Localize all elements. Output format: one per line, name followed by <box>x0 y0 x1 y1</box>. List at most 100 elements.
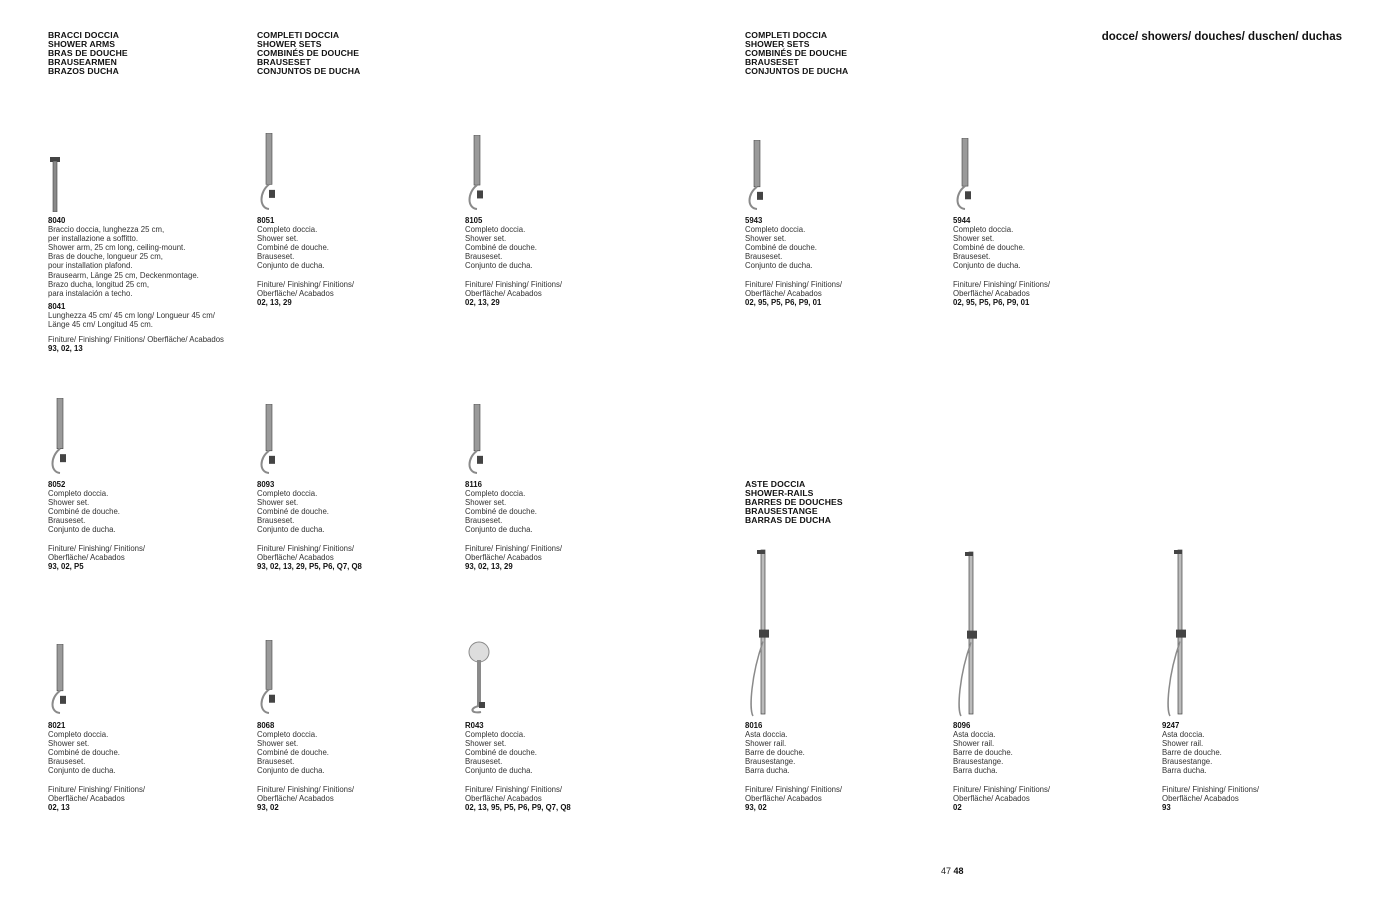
product-description-line: Combiné de douche. <box>48 748 120 758</box>
finish-label: Finiture/ Finishing/ Finitions/ Oberfläc… <box>48 335 224 345</box>
product-description-line: Combiné de douche. <box>257 507 329 517</box>
product-description-line: Conjunto de ducha. <box>48 525 116 535</box>
finish-codes: 02 <box>953 802 962 812</box>
finish-label: Oberfläche/ Acabados <box>953 288 1030 298</box>
product-description-line: Brauseset. <box>465 757 503 767</box>
finish-codes: 93, 02 <box>257 802 279 812</box>
shower-set-image <box>257 132 281 217</box>
product-code: 8016 <box>745 721 763 730</box>
finish-label: Finiture/ Finishing/ Finitions/ <box>257 279 355 289</box>
shower-set-image <box>257 639 281 721</box>
finish-label: Oberfläche/ Acabados <box>745 288 822 298</box>
product-description-line: Braccio doccia, lunghezza 25 cm, <box>48 225 165 235</box>
shower-set-image <box>48 397 72 481</box>
product-code: 8093 <box>257 480 275 489</box>
finish-label: Finiture/ Finishing/ Finitions/ <box>257 543 355 553</box>
product-description-line: Conjunto de ducha. <box>953 261 1021 271</box>
product-description-line: Conjunto de ducha. <box>48 766 116 776</box>
product-description-line: Completo doccia. <box>48 730 109 740</box>
finish-codes: 02, 95, P5, P6, P9, 01 <box>745 297 822 307</box>
product-description-line: Asta doccia. <box>1162 730 1205 740</box>
product-description-line: Combiné de douche. <box>465 243 537 253</box>
product-code: 8068 <box>257 721 275 730</box>
product-code: 8051 <box>257 216 275 225</box>
product-description-line: Combiné de douche. <box>465 507 537 517</box>
page-number-right: 48 <box>953 866 964 876</box>
finish-label: Oberfläche/ Acabados <box>48 793 125 803</box>
product-description-line: Completo doccia. <box>465 489 526 499</box>
product-description-line: Shower set. <box>257 739 299 749</box>
product-description-line: Conjunto de ducha. <box>257 525 325 535</box>
finish-codes: 93, 02, 13, 29, P5, P6, Q7, Q8 <box>257 561 362 571</box>
product-description-line: Shower arm, 25 cm long, ceiling-mount. <box>48 243 186 253</box>
section-header-shower-rails: ASTE DOCCIA SHOWER-RAILS BARRES DE DOUCH… <box>745 479 843 526</box>
product-code: 9247 <box>1162 721 1180 730</box>
product-description-line: Completo doccia. <box>465 730 526 740</box>
finish-codes: 93, 02, 13, 29 <box>465 561 513 571</box>
product-description-line: Brauseset. <box>465 252 503 262</box>
product-description-line: Brausestange. <box>953 757 1004 767</box>
finish-codes: 93 <box>1162 802 1171 812</box>
finish-label: Oberfläche/ Acabados <box>257 552 334 562</box>
product-description-line: Completo doccia. <box>465 225 526 235</box>
finish-label: Finiture/ Finishing/ Finitions/ <box>48 543 146 553</box>
product-code: 8052 <box>48 480 66 489</box>
header-line: CONJUNTOS DE DUCHA <box>257 66 361 77</box>
header-line: SHOWER-RAILS <box>745 488 814 499</box>
product-description-line: Completo doccia. <box>257 730 318 740</box>
finish-label: Oberfläche/ Acabados <box>465 552 542 562</box>
product-description-line: Conjunto de ducha. <box>257 766 325 776</box>
finish-label: Oberfläche/ Acabados <box>465 793 542 803</box>
product-code: 5943 <box>745 216 763 225</box>
product-description-line: Barra ducha. <box>745 766 790 776</box>
header-line: BRAS DE DOUCHE <box>48 48 128 59</box>
finish-codes: 02, 13, 29 <box>465 297 500 307</box>
product-description-line: Brauseset. <box>465 516 503 526</box>
shower-set-image <box>257 403 281 481</box>
product-code: 8021 <box>48 721 66 730</box>
product-description-line: Completo doccia. <box>953 225 1014 235</box>
product-description-line: para instalación a techo. <box>48 288 133 298</box>
product-description-line: Barra ducha. <box>1162 766 1207 776</box>
product-description-line: Brauseset. <box>257 516 295 526</box>
product-description-line: Brauseset. <box>48 757 86 767</box>
product-description-line: Shower rail. <box>1162 739 1204 749</box>
product-description-line: Shower set. <box>257 234 299 244</box>
product-description-line: Conjunto de ducha. <box>465 261 533 271</box>
product-description-line: Barre de douche. <box>745 748 805 758</box>
variant-description-line: Länge 45 cm/ Longitud 45 cm. <box>48 320 153 330</box>
product-code: 8105 <box>465 216 483 225</box>
product-description-line: Shower rail. <box>953 739 995 749</box>
product-description-line: Shower set. <box>465 498 507 508</box>
product-description-line: Combiné de douche. <box>465 748 537 758</box>
page-number-left: 47 <box>941 866 952 876</box>
product-description-line: Shower set. <box>465 739 507 749</box>
page-title: docce/ showers/ douches/ duschen/ duchas <box>1101 31 1342 43</box>
product-description-line: Shower set. <box>48 498 90 508</box>
product-description-line: Conjunto de ducha. <box>745 261 813 271</box>
finish-label: Finiture/ Finishing/ Finitions/ <box>953 279 1051 289</box>
finish-codes: 93, 02, P5 <box>48 561 84 571</box>
product-description-line: Barra ducha. <box>953 766 998 776</box>
product-description-line: Brausestange. <box>1162 757 1213 767</box>
finish-label: Oberfläche/ Acabados <box>257 288 334 298</box>
product-code: 8040 <box>48 216 66 225</box>
product-description-line: Bras de douche, longueur 25 cm, <box>48 252 163 262</box>
shower-arm-image <box>48 157 62 217</box>
header-line: BARRAS DE DUCHA <box>745 515 832 526</box>
product-description-line: Shower set. <box>953 234 995 244</box>
product-description-line: Asta doccia. <box>745 730 788 740</box>
page-numbers: 47 48 <box>941 866 964 876</box>
product-description-line: Brauseset. <box>257 252 295 262</box>
product-description-line: Barre de douche. <box>1162 748 1222 758</box>
product-description-line: Shower set. <box>745 234 787 244</box>
product-description-line: Shower set. <box>465 234 507 244</box>
